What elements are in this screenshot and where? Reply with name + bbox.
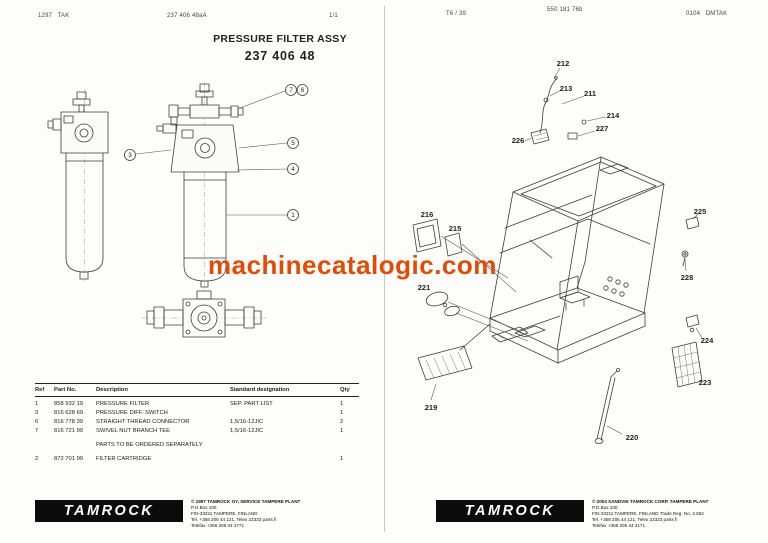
cell-standard	[230, 442, 338, 449]
table-row: 2 872 701 99 FILTER CARTRIDGE 1	[35, 455, 359, 464]
page-fold-divider	[384, 6, 385, 532]
callout-215: 215	[449, 224, 462, 233]
head-bottom-view-drawing	[142, 290, 266, 338]
cell-part-no	[54, 442, 94, 449]
cell-qty: 1	[340, 455, 344, 462]
publisher-line: FIN-33311 TAMPERE, FINLAND	[191, 510, 258, 516]
cell-part-no: 872 701 99	[54, 455, 84, 462]
callout-212: 212	[557, 59, 570, 68]
callout-221: 221	[418, 283, 431, 292]
parts-table-header-row: Ref Part No. Description Standard design…	[35, 383, 359, 397]
tamrock-logo-left: TAMROCK	[35, 500, 183, 522]
cell-ref: 7	[35, 427, 39, 434]
cell-standard	[230, 410, 338, 417]
assembly-number: 237 406 48	[244, 49, 316, 63]
cell-ref: 3	[35, 409, 39, 416]
callout-211: 211	[584, 89, 596, 98]
cell-description: PRESSURE DIFF. SWITCH	[96, 409, 168, 416]
col-ref: Ref	[35, 386, 45, 393]
ref-balloon-3: 3	[128, 153, 132, 159]
cell-ref	[35, 442, 52, 449]
ref-balloon-7: 7	[289, 88, 293, 94]
page-header-right-number: 550 181 76b	[547, 7, 583, 13]
callout-224: 224	[701, 336, 714, 345]
publisher-line: P.O.Box 100	[592, 504, 618, 510]
cell-qty: 1	[340, 427, 344, 434]
callout-balloons-left: 7 6 5 4 1 3	[124, 84, 309, 221]
cell-part-no: 816 721 99	[54, 427, 84, 434]
table-row: 3 816 628 69 PRESSURE DIFF. SWITCH 1	[35, 409, 359, 418]
cell-standard: 1,5/16-12JIC	[230, 418, 264, 425]
cell-part-no: 816 778 39	[54, 418, 84, 425]
callout-220: 220	[626, 433, 639, 442]
ref-balloon-5: 5	[291, 141, 295, 147]
table-row: 1 858 932 19 PRESSURE FILTER SEP. PART L…	[35, 400, 359, 409]
callout-228: 228	[681, 273, 694, 282]
cell-standard	[230, 456, 338, 463]
table-row: 7 816 721 99 SWIVEL NUT BRANCH TEE 1,5/1…	[35, 427, 359, 436]
cell-qty: 1	[340, 400, 344, 407]
cell-standard: SEP. PART LIST	[230, 400, 273, 407]
watermark: machinecatalogic.com	[208, 250, 497, 280]
cell-qty	[340, 442, 364, 449]
publisher-line: P.O.Box 100	[191, 504, 217, 510]
page-header-right-page: T6 / 39	[446, 11, 467, 17]
parts-table: Ref Part No. Description Standard design…	[35, 383, 359, 464]
page-header-left-page: 1/1	[329, 13, 338, 19]
cell-description: FILTER CARTRIDGE	[96, 455, 152, 462]
publisher-info-left: © 1997 TAMROCK OY, SERVICE TAMPERE PLANT…	[191, 499, 369, 529]
cell-description: PRESSURE FILTER	[96, 400, 150, 407]
publisher-line: Telefax +358 205 44 4171	[592, 522, 646, 528]
callout-213: 213	[560, 84, 573, 93]
table-row-separator-note: PARTS TO BE ORDERED SEPARATELY	[35, 441, 359, 450]
cell-part-no: 816 628 69	[54, 409, 84, 416]
publisher-info-right: © 2004 SANDVIK TAMROCK CORP. TAMPERE PLA…	[592, 499, 768, 529]
table-row: 6 816 778 39 STRAIGHT THREAD CONNECTOR 1…	[35, 418, 359, 427]
page-header-right-code: 0104 DMTAK	[686, 11, 728, 17]
cell-standard: 1,5/16-12JIC	[230, 427, 264, 434]
page-header-left-code: 1297 TAK	[38, 13, 70, 19]
page-header-left-number: 237 406 48aA	[167, 13, 207, 19]
publisher-line: Tel. +358 205 44 121, Telex 22333 parts …	[191, 516, 277, 522]
pressure-filter-side-view-drawing	[47, 89, 109, 281]
callout-223: 223	[699, 378, 712, 387]
assembly-title: PRESSURE FILTER ASSY	[213, 33, 347, 45]
publisher-line: Telefax +358 205 44 4771	[191, 522, 245, 528]
cell-description: SWIVEL NUT BRANCH TEE	[96, 427, 170, 434]
cab-detail-parts	[412, 67, 703, 444]
col-standard: Standard designation	[230, 386, 290, 393]
cell-qty: 2	[340, 418, 344, 425]
cab-drawing	[459, 156, 665, 364]
cell-qty: 1	[340, 409, 344, 416]
cell-part-no: 858 932 19	[54, 400, 84, 407]
tamrock-logo-right: TAMROCK	[436, 500, 584, 522]
callout-226: 226	[512, 136, 525, 145]
callout-227: 227	[596, 124, 609, 133]
publisher-line: FIN-33311 TAMPERE, FINLAND Trade Reg. No…	[592, 510, 704, 516]
cell-ref: 6	[35, 418, 39, 425]
publisher-line: © 1997 TAMROCK OY, SERVICE TAMPERE PLANT	[191, 499, 301, 504]
col-qty: Qty	[340, 386, 350, 393]
cell-ref: 2	[35, 455, 39, 462]
callout-216: 216	[421, 210, 434, 219]
cell-description: PARTS TO BE ORDERED SEPARATELY	[96, 441, 203, 448]
callout-214: 214	[607, 111, 620, 120]
col-part-no: Part No.	[54, 386, 77, 393]
publisher-line: Tel. +358 205 44 121, Telex 22333 parts …	[592, 516, 678, 522]
cell-description: STRAIGHT THREAD CONNECTOR	[96, 418, 190, 425]
callout-labels-right: 212 213 211 214 227 226 216 215 221 225 …	[418, 59, 714, 442]
callout-225: 225	[694, 207, 707, 216]
publisher-line: © 2004 SANDVIK TAMROCK CORP. TAMPERE PLA…	[592, 499, 709, 504]
ref-balloon-1: 1	[291, 213, 295, 219]
ref-balloon-4: 4	[291, 167, 295, 173]
ref-balloon-6: 6	[301, 88, 305, 94]
cell-ref: 1	[35, 400, 39, 407]
callout-219: 219	[425, 403, 438, 412]
col-description: Description	[96, 386, 128, 393]
